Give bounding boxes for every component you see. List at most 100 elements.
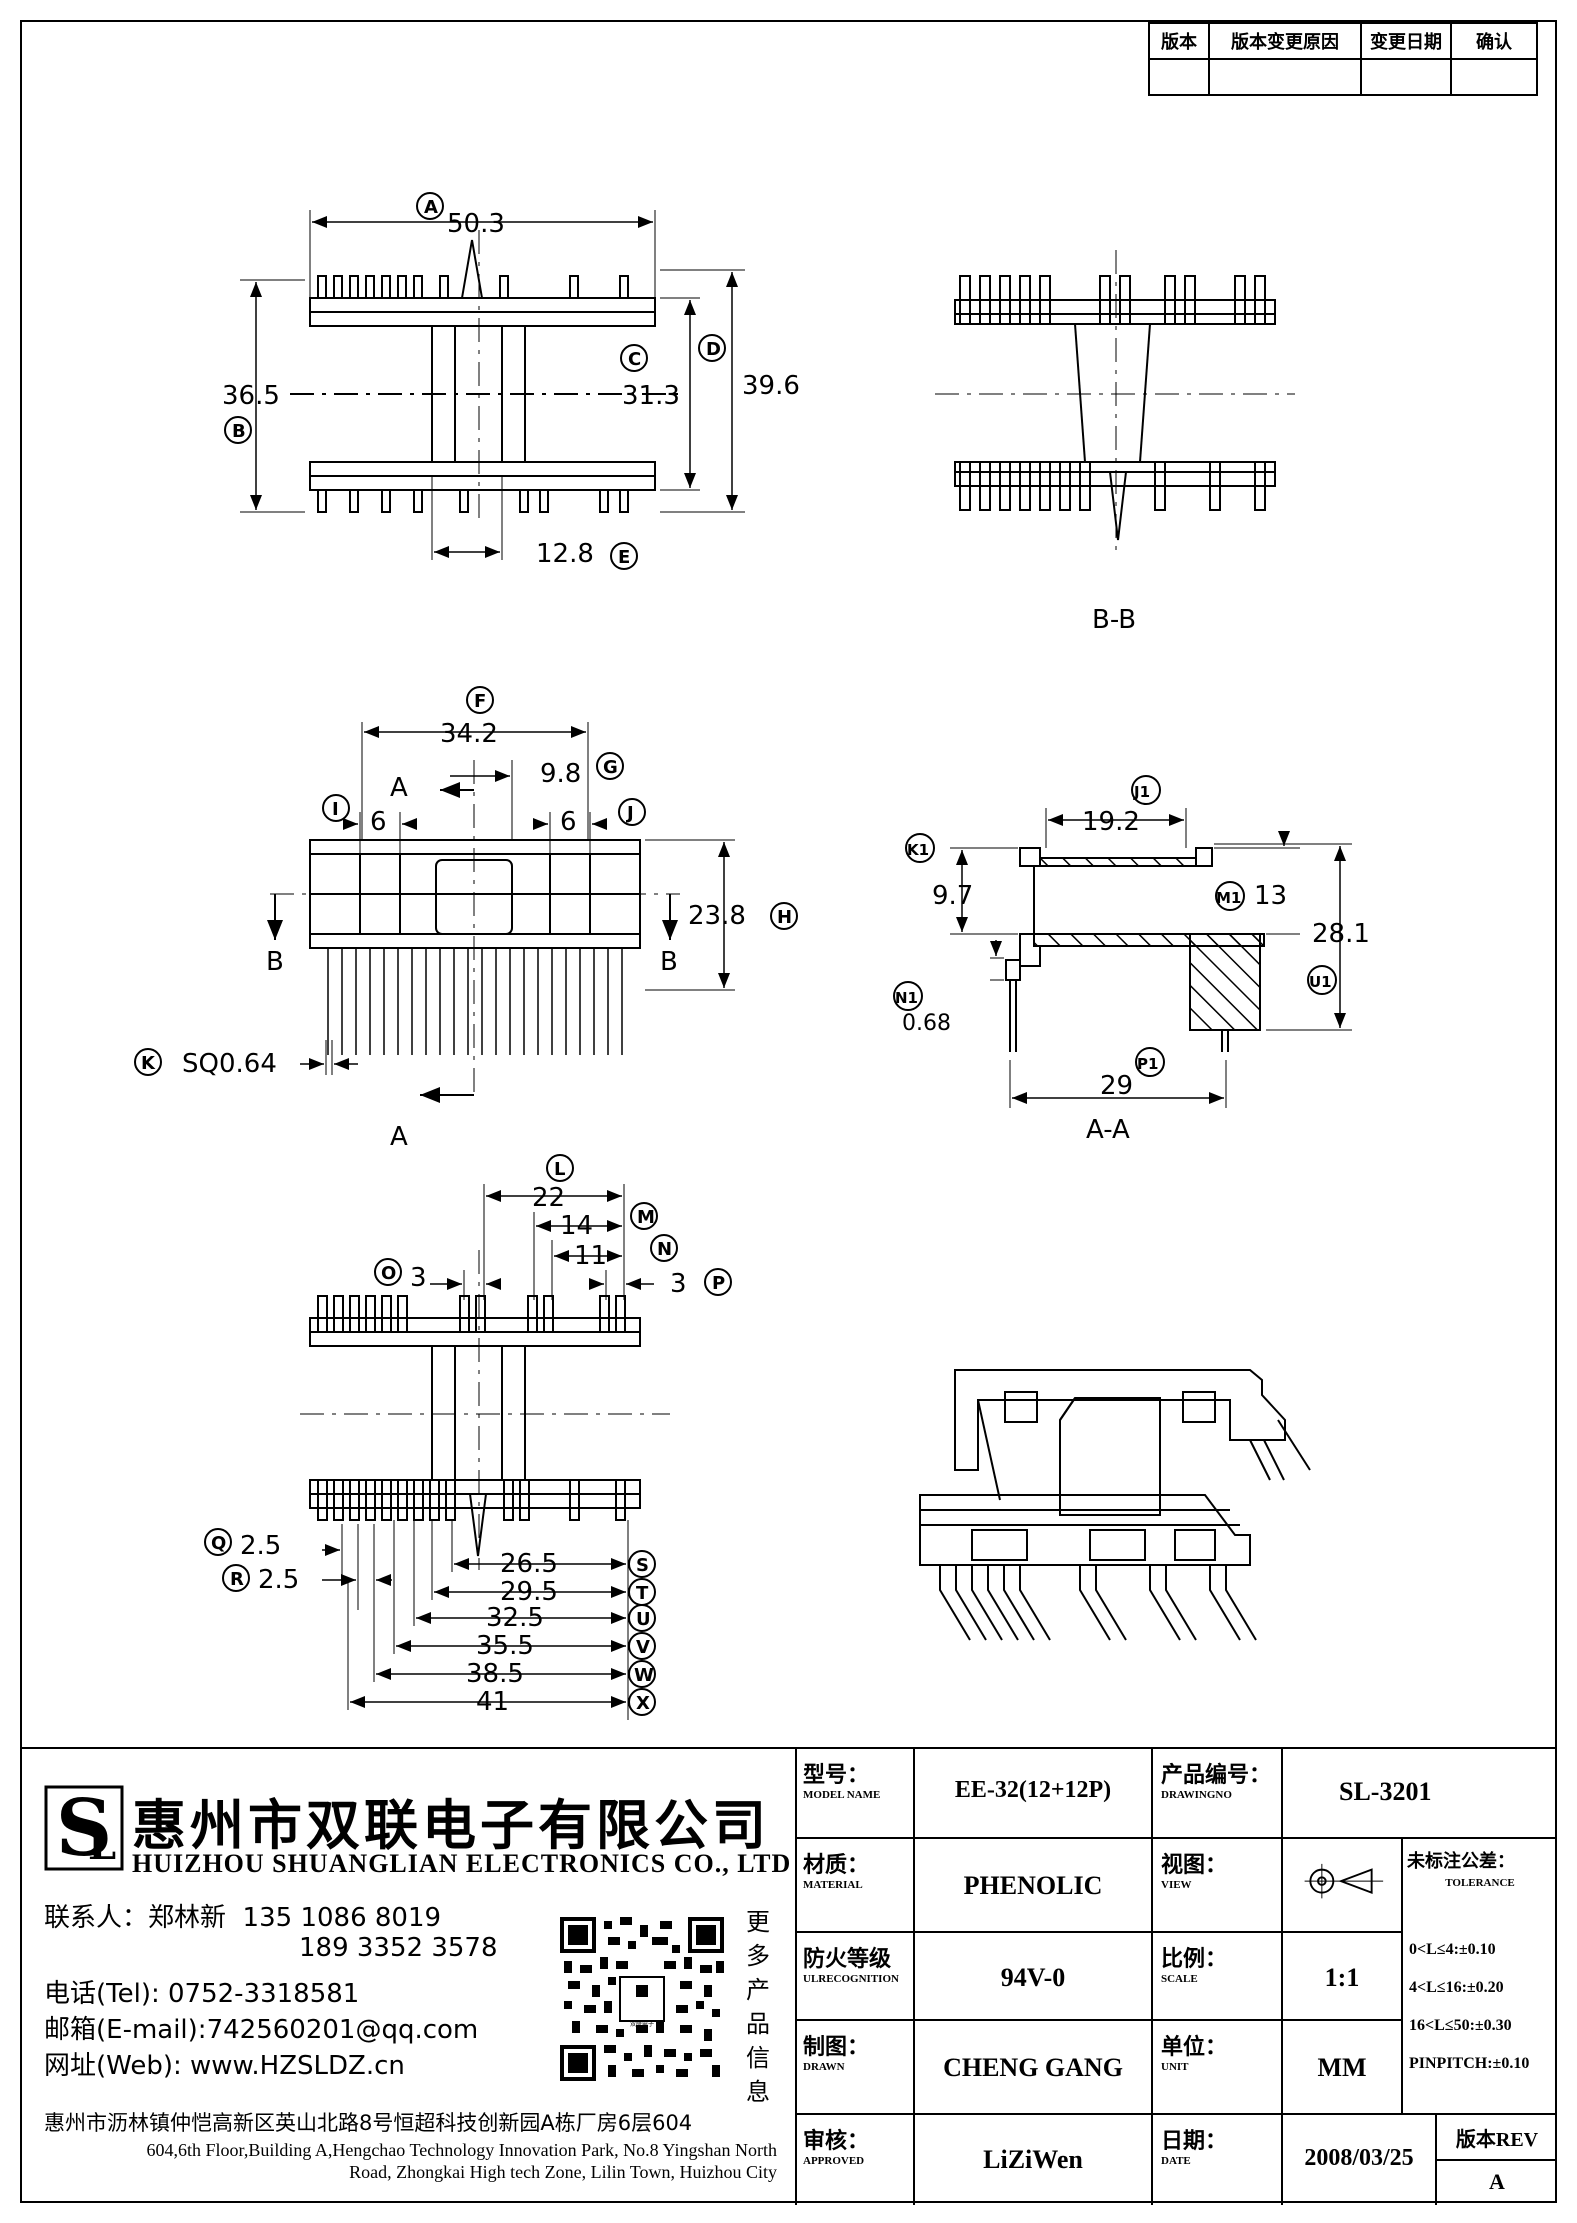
website[interactable]: 网址(Web): www.HZSLDZ.cn <box>44 2051 405 2081</box>
unit-value: MM <box>1317 2053 1367 2082</box>
drawn-label-en: DRAWN <box>803 2061 845 2073</box>
tolerance-label-en: TOLERANCE <box>1445 1877 1515 1889</box>
rev-header-version: 版本 <box>1148 22 1210 60</box>
section-letter-a-bottom: A <box>390 1122 408 1152</box>
dim-35-5: 35.5 <box>476 1631 534 1661</box>
scale-label-cell: 比例： SCALE <box>1153 1933 1283 2021</box>
contact-label: 联系人：郑林新 <box>44 1903 227 1933</box>
address-en-line-2: Road, Zhongkai High tech Zone, Lilin Tow… <box>349 2162 777 2182</box>
approved-value: LiZiWen <box>983 2145 1083 2174</box>
rev-value-cell: A <box>1437 2161 1557 2205</box>
section-bb <box>935 250 1295 550</box>
dim-0-68: 0.68 <box>902 1011 951 1036</box>
marker-k1: K1 <box>907 841 929 859</box>
marker-b: B <box>232 421 246 442</box>
dim-29-5: 29.5 <box>500 1577 558 1607</box>
drawing-views: 50.3 36.5 31.3 39.6 12.8 A B C D E B-B <box>134 192 1370 1720</box>
email[interactable]: 邮箱(E-mail):742560201@qq.com <box>44 2015 479 2045</box>
dim-36-5: 36.5 <box>222 381 280 411</box>
more-char: 更 <box>746 1908 770 1936</box>
view-label: 视图： <box>1161 1853 1228 1878</box>
drawing-no: SL-3201 <box>1339 1777 1432 1806</box>
spec-grid: 型号： MODEL NAME EE-32(12+12P) 产品编号： DRAWI… <box>795 1749 1557 2205</box>
dim-3-left: 3 <box>410 1263 427 1293</box>
model-label-en: MODEL NAME <box>803 1789 881 1801</box>
date-label-cell: 日期： DATE <box>1153 2115 1283 2205</box>
material-label: 材质： <box>803 1853 870 1878</box>
date-value-cell: 2008/03/25 <box>1283 2115 1437 2205</box>
qr-label: 双联电子 <box>629 2021 654 2028</box>
drawing-frame <box>20 20 1557 2203</box>
dim-26-5: 26.5 <box>500 1549 558 1579</box>
tolerance-1: 4<L≤16:±0.20 <box>1409 1979 1504 1996</box>
projection-symbol-icon <box>1304 1863 1384 1899</box>
dim-2-5-q: 2.5 <box>240 1531 281 1561</box>
model-value: EE-32(12+12P) <box>954 1777 1112 1803</box>
date-label: 日期： <box>1161 2129 1228 2154</box>
tolerance-3: PINPITCH:±0.10 <box>1409 2055 1530 2072</box>
more-char: 品 <box>746 2010 770 2038</box>
unit-value-cell: MM <box>1283 2021 1403 2115</box>
dim-6-right: 6 <box>560 807 577 837</box>
approved-value-cell: LiZiWen <box>915 2115 1153 2205</box>
tolerance-cell: 未标注公差： TOLERANCE 0<L≤4:±0.10 4<L≤16:±0.2… <box>1403 1839 1557 2115</box>
marker-t: T <box>636 1583 649 1604</box>
tolerance-2: 16<L≤50:±0.30 <box>1409 2017 1512 2034</box>
bottom-markers <box>204 1154 732 1716</box>
rev-cell <box>1148 58 1210 96</box>
address-cn: 惠州市沥林镇仲恺高新区英山北路8号恒超科技创新园A栋厂房6层604 <box>44 2111 693 2135</box>
rev-value: A <box>1489 2169 1505 2194</box>
phone-1: 135 1086 8019 <box>242 1903 442 1933</box>
address-en-line-1: 604,6th Floor,Building A,Hengchao Techno… <box>146 2140 777 2160</box>
marker-f: F <box>474 691 486 712</box>
rev-header-confirm: 确认 <box>1450 22 1538 60</box>
dim-23-8: 23.8 <box>688 901 746 931</box>
front-markers <box>134 686 798 1076</box>
section-letter-b-right: B <box>660 947 678 977</box>
marker-p1: P1 <box>1137 1055 1158 1073</box>
material-label-cell: 材质： MATERIAL <box>795 1839 915 1933</box>
marker-a: A <box>424 197 438 218</box>
drawing-value-cell: SL-3201 <box>1283 1749 1557 1839</box>
more-char: 信 <box>746 2044 770 2072</box>
fire-label-cell: 防火等级 ULRECOGNITION <box>795 1933 915 2021</box>
marker-v: V <box>636 1637 650 1658</box>
dim-sq0-64: SQ0.64 <box>182 1049 277 1079</box>
unit-label: 单位： <box>1161 2035 1228 2060</box>
marker-o: O <box>381 1263 396 1284</box>
phone-2: 189 3352 3578 <box>299 1933 498 1963</box>
marker-j: J <box>625 803 634 824</box>
model-label-cell: 型号： MODEL NAME <box>795 1749 915 1839</box>
marker-n: N <box>657 1239 672 1260</box>
dim-13: 13 <box>1254 881 1287 911</box>
rev-cell <box>1208 58 1362 96</box>
rev-cell <box>1360 58 1452 96</box>
drawing-label-en: DRAWINGNO <box>1161 1789 1232 1801</box>
caption-aa: A-A <box>1086 1115 1130 1145</box>
dim-31-3: 31.3 <box>622 381 680 411</box>
qr-code-icon[interactable] <box>560 1915 724 2083</box>
marker-m1: M1 <box>1216 889 1241 907</box>
section-letter-a-top: A <box>390 773 408 803</box>
dim-29: 29 <box>1100 1071 1133 1101</box>
marker-w: W <box>634 1665 654 1686</box>
title-block: S L 惠州市双联电子有限公司 HUIZHOU SHUANGLIAN ELECT… <box>20 1747 1557 2205</box>
tel: 电话(Tel): 0752-3318581 <box>44 1979 360 2009</box>
approved-label: 审核： <box>803 2129 870 2154</box>
more-char: 息 <box>746 2078 770 2106</box>
marker-k: K <box>141 1053 156 1074</box>
marker-s: S <box>636 1555 649 1576</box>
tolerance-0: 0<L≤4:±0.10 <box>1409 1941 1496 1958</box>
marker-m: M <box>637 1207 655 1228</box>
dim-14: 14 <box>560 1211 593 1241</box>
rev-label-cell: 版本REV <box>1437 2115 1557 2161</box>
svg-text:L: L <box>88 1822 116 1869</box>
drawing-label: 产品编号： <box>1161 1763 1272 1788</box>
fire-value: 94V-0 <box>1000 1963 1066 1992</box>
date-label-en: DATE <box>1161 2155 1191 2167</box>
tolerance-label: 未标注公差： <box>1407 1851 1515 1872</box>
marker-n1: N1 <box>895 989 918 1007</box>
model-value-cell: EE-32(12+12P) <box>915 1749 1153 1839</box>
more-char: 多 <box>746 1942 770 1970</box>
marker-j1: J1 <box>1133 783 1150 801</box>
